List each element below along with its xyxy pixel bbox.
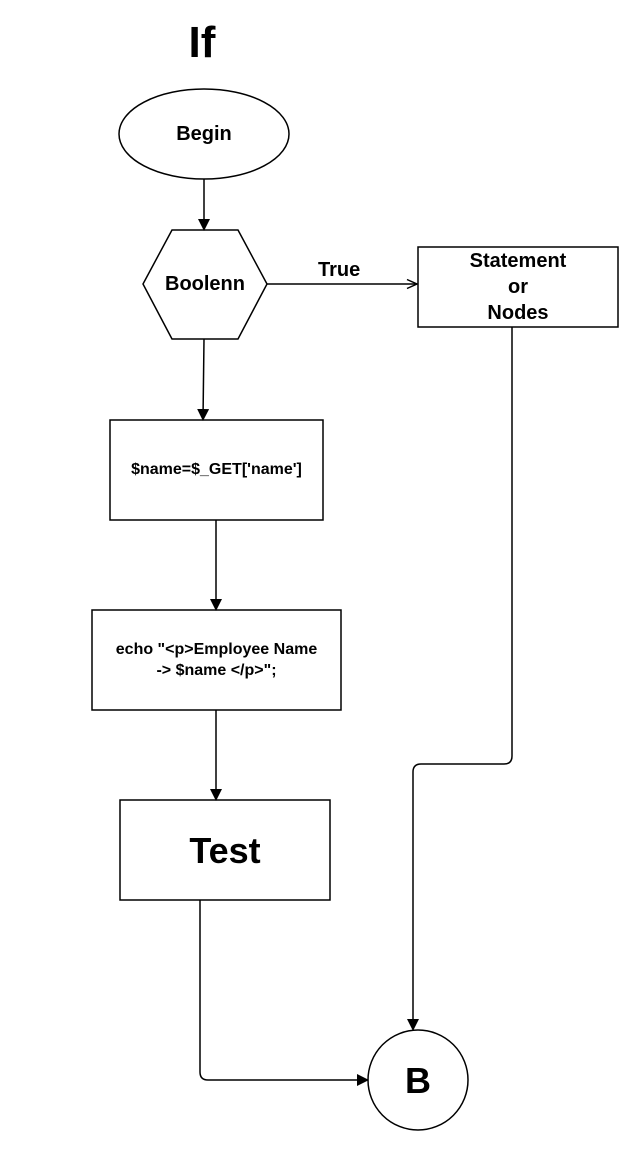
b-node-label: B bbox=[405, 1059, 431, 1101]
edge-boolean-to-assign bbox=[197, 338, 210, 421]
assign-node-shape[interactable] bbox=[109, 419, 324, 521]
statement-node-label: Statement or Nodes bbox=[469, 250, 567, 324]
diagram-title: If bbox=[188, 18, 216, 67]
test-node-shape[interactable] bbox=[119, 799, 331, 901]
echo-node-shape[interactable] bbox=[91, 609, 342, 711]
assign-node-label: $name=$_GET['name'] bbox=[131, 461, 302, 478]
statement-node-shape[interactable] bbox=[417, 246, 619, 328]
echo-node-label: echo "<p>Employee Name -> $name </p>"; bbox=[115, 641, 318, 679]
test-node-label: Test bbox=[189, 829, 261, 871]
boolean-node-shape[interactable] bbox=[142, 229, 268, 340]
true-edge-label: True bbox=[318, 259, 361, 281]
boolean-node-label: Boolenn bbox=[165, 272, 245, 295]
edge-statement-to-b bbox=[407, 327, 513, 1031]
begin-node-label: Begin bbox=[176, 122, 232, 145]
edge-test-to-b bbox=[199, 900, 369, 1086]
